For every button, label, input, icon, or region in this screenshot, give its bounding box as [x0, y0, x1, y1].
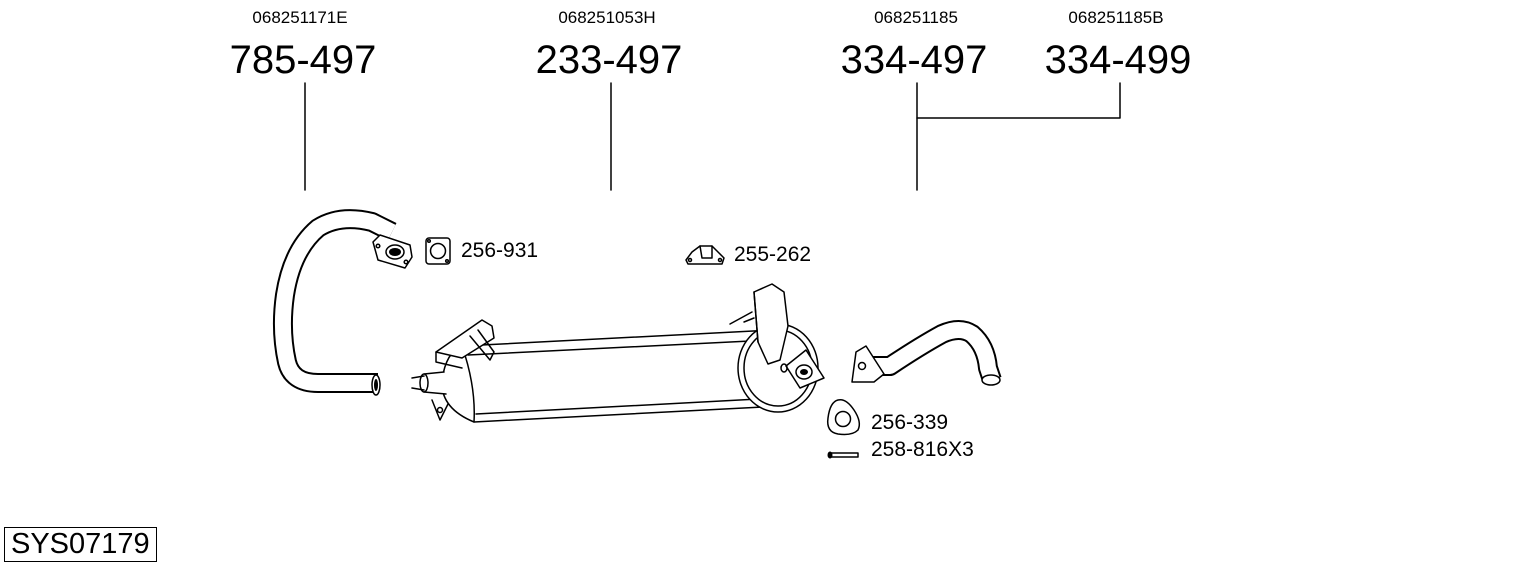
- accessory-number-gasket[interactable]: 256-931: [461, 239, 539, 262]
- leader-lines: [304, 82, 1121, 191]
- part-number-front-pipe[interactable]: 785-497: [229, 38, 377, 82]
- part-number-tail-pipe[interactable]: 334-497: [840, 38, 988, 82]
- part-number-tail-pipe-alt[interactable]: 334-499: [1044, 38, 1192, 82]
- muffler-drawing[interactable]: [411, 283, 825, 423]
- clamp-bracket-icon[interactable]: [685, 245, 725, 265]
- accessory-number-bolt[interactable]: 258-816X3: [871, 438, 974, 461]
- oem-number-tail-pipe: 068251185: [874, 8, 958, 27]
- bolt-icon[interactable]: [827, 451, 859, 459]
- oem-number-tail-pipe-alt: 068251185B: [1068, 8, 1164, 27]
- tail-pipe-drawing[interactable]: [851, 320, 1002, 386]
- gasket-square-icon[interactable]: [425, 237, 451, 265]
- accessory-number-triangular-gasket[interactable]: 256-339: [871, 411, 949, 434]
- gasket-triangular-icon[interactable]: [826, 398, 861, 436]
- accessory-number-clamp[interactable]: 255-262: [734, 243, 812, 266]
- system-id-box: SYS07179: [4, 527, 157, 562]
- oem-number-front-pipe: 068251171E: [252, 8, 348, 27]
- oem-number-muffler: 068251053H: [558, 8, 656, 27]
- front-pipe-drawing[interactable]: [272, 209, 413, 396]
- part-number-muffler[interactable]: 233-497: [535, 38, 683, 82]
